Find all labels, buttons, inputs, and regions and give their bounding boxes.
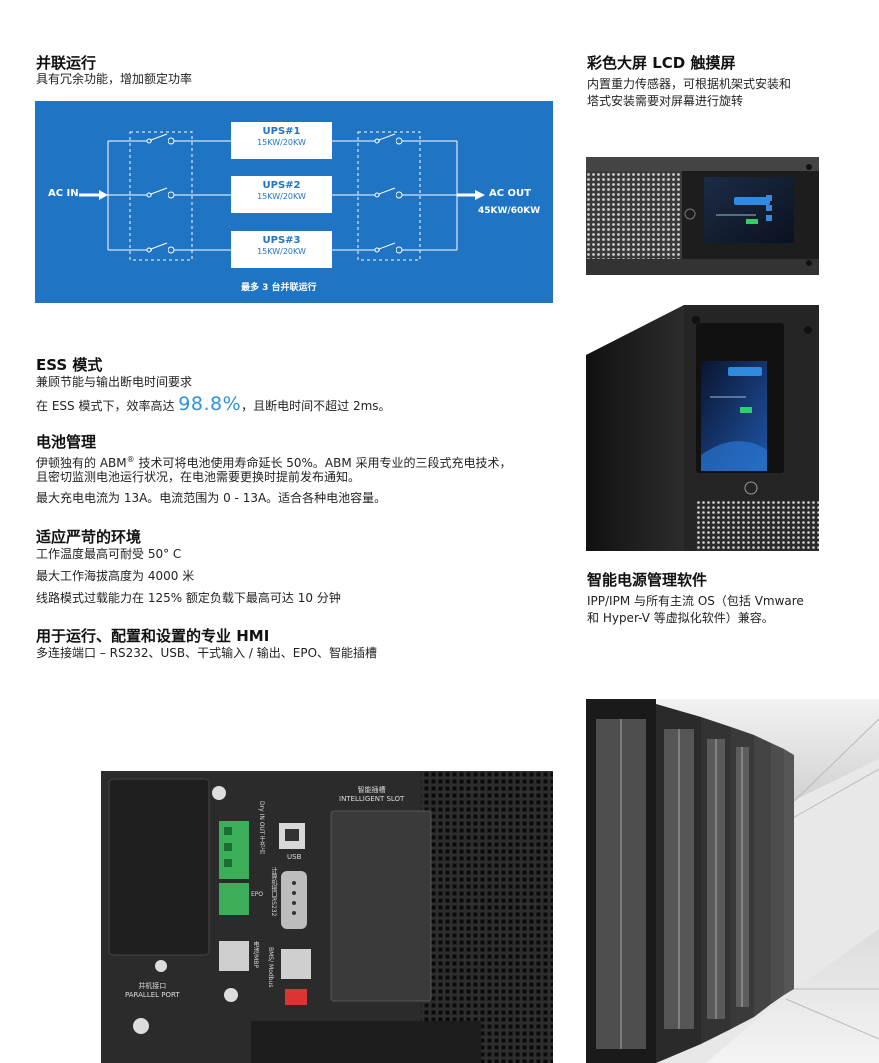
env-line2: 最大工作海拔高度为 4000 米 xyxy=(36,569,195,583)
env-line1: 工作温度最高可耐受 50° C xyxy=(36,547,182,561)
ess-efficiency: 98.8% xyxy=(178,393,242,415)
ac-out-rating: 45KW/60KW xyxy=(478,206,541,216)
ups-1-name: UPS#1 xyxy=(262,126,301,137)
lcd-line2: 塔式安装需要对屏幕进行旋转 xyxy=(587,94,744,108)
rear-panel-illustration xyxy=(101,771,553,1063)
ess-line: 在 ESS 模式下，效率高达 98.8%，且断电时间不超过 2ms。 xyxy=(36,393,391,415)
parallel-diagram: AC IN AC OUT 45KW/60KW UPS#1 15KW/20KW U… xyxy=(35,101,553,303)
ess-line-suffix: ，且断电时间不超过 2ms。 xyxy=(241,399,391,413)
parallel-desc: 具有冗余功能，增加额定功率 xyxy=(36,72,193,86)
dry-in-out-label: Dry IN OUT 干节点 xyxy=(258,801,265,855)
rack-ups-illustration xyxy=(586,157,819,275)
battery-line1-post: 技术可将电池使用寿命延长 50%。ABM 采用专业的三段式充电技术， xyxy=(134,456,512,470)
ess-line-prefix: 在 ESS 模式下，效率高达 xyxy=(36,399,179,413)
intelligent-slot-label: 智能插槽 INTELLIGENT SLOT xyxy=(339,785,404,803)
intelligent-slot-en: INTELLIGENT SLOT xyxy=(339,795,405,803)
ups-1-box: UPS#1 15KW/20KW xyxy=(231,122,332,159)
intelligent-slot-cn: 智能插槽 xyxy=(357,786,386,794)
datacenter-illustration xyxy=(586,699,879,1063)
tower-ups-illustration xyxy=(586,305,819,551)
ups-2-box: UPS#2 15KW/20KW xyxy=(231,176,332,213)
ups-1-rating: 15KW/20KW xyxy=(257,138,306,147)
ess-title: ESS 模式 xyxy=(36,356,103,374)
software-line1: IPP/IPM 与所有主流 OS（包括 Vmware xyxy=(587,594,804,608)
lcd-line1: 内置重力传感器，可根据机架式安装和 xyxy=(587,77,792,91)
battery-title: 电池管理 xyxy=(36,433,97,451)
battery-mbp-label: 电池/MBP xyxy=(252,941,259,968)
battery-line1: 伊顿独有的 ABM® 技术可将电池使用寿命延长 50%。ABM 采用专业的三段式… xyxy=(36,451,566,472)
battery-line2: 且密切监测电池运行状况，在电池需要更换时提前发布通知。 xyxy=(36,470,361,484)
ups-3-box: UPS#3 15KW/20KW xyxy=(231,231,332,268)
parallel-title: 并联运行 xyxy=(36,54,97,72)
battery-line1-pre: 伊顿独有的 ABM xyxy=(36,456,127,470)
software-line2: 和 Hyper-V 等虚拟化软件）兼容。 xyxy=(587,611,774,625)
bms-label: BMS/ Modbus xyxy=(267,947,274,988)
rear-panel-photo: 智能插槽 INTELLIGENT SLOT 并机接口 PARALLEL PORT… xyxy=(101,771,553,1063)
lcd-title: 彩色大屏 LCD 触摸屏 xyxy=(587,54,736,72)
datacenter-photo xyxy=(586,699,879,1063)
tower-ups-photo xyxy=(586,305,819,551)
env-title: 适应严苛的环境 xyxy=(36,528,142,546)
ups-2-rating: 15KW/20KW xyxy=(257,192,306,201)
ac-out-label: AC OUT xyxy=(489,188,532,199)
parallel-port-label: 并机接口 PARALLEL PORT xyxy=(125,981,180,999)
ups-3-rating: 15KW/20KW xyxy=(257,247,306,256)
hmi-title: 用于运行、配置和设置的专业 HMI xyxy=(36,627,270,645)
epo-label: EPO xyxy=(251,891,264,898)
ac-in-label: AC IN xyxy=(48,188,79,199)
parallel-port-cn: 并机接口 xyxy=(138,982,167,990)
diagram-footer: 最多 3 台并联运行 xyxy=(241,283,317,293)
hmi-desc: 多连接端口 – RS232、USB、干式输入 / 输出、EPO、智能插槽 xyxy=(36,646,378,660)
ups-3-name: UPS#3 xyxy=(262,235,301,246)
env-line3: 线路模式过载能力在 125% 额定负载下最高可达 10 分钟 xyxy=(36,591,341,605)
software-title: 智能电源管理软件 xyxy=(587,571,708,589)
ups-2-name: UPS#2 xyxy=(262,180,301,191)
parallel-wiring xyxy=(79,131,485,261)
usb-label: USB xyxy=(287,853,302,861)
battery-line3: 最大充电电流为 13A。电流范围为 0 - 13A。适合各种电池容量。 xyxy=(36,491,387,505)
registered-mark: ® xyxy=(126,455,135,464)
ess-desc: 兼顾节能与输出断电时间要求 xyxy=(36,375,193,389)
rs232-label: 计算机接口RS232 xyxy=(270,867,277,917)
parallel-port-en: PARALLEL PORT xyxy=(125,991,180,999)
rack-ups-photo xyxy=(586,157,819,275)
